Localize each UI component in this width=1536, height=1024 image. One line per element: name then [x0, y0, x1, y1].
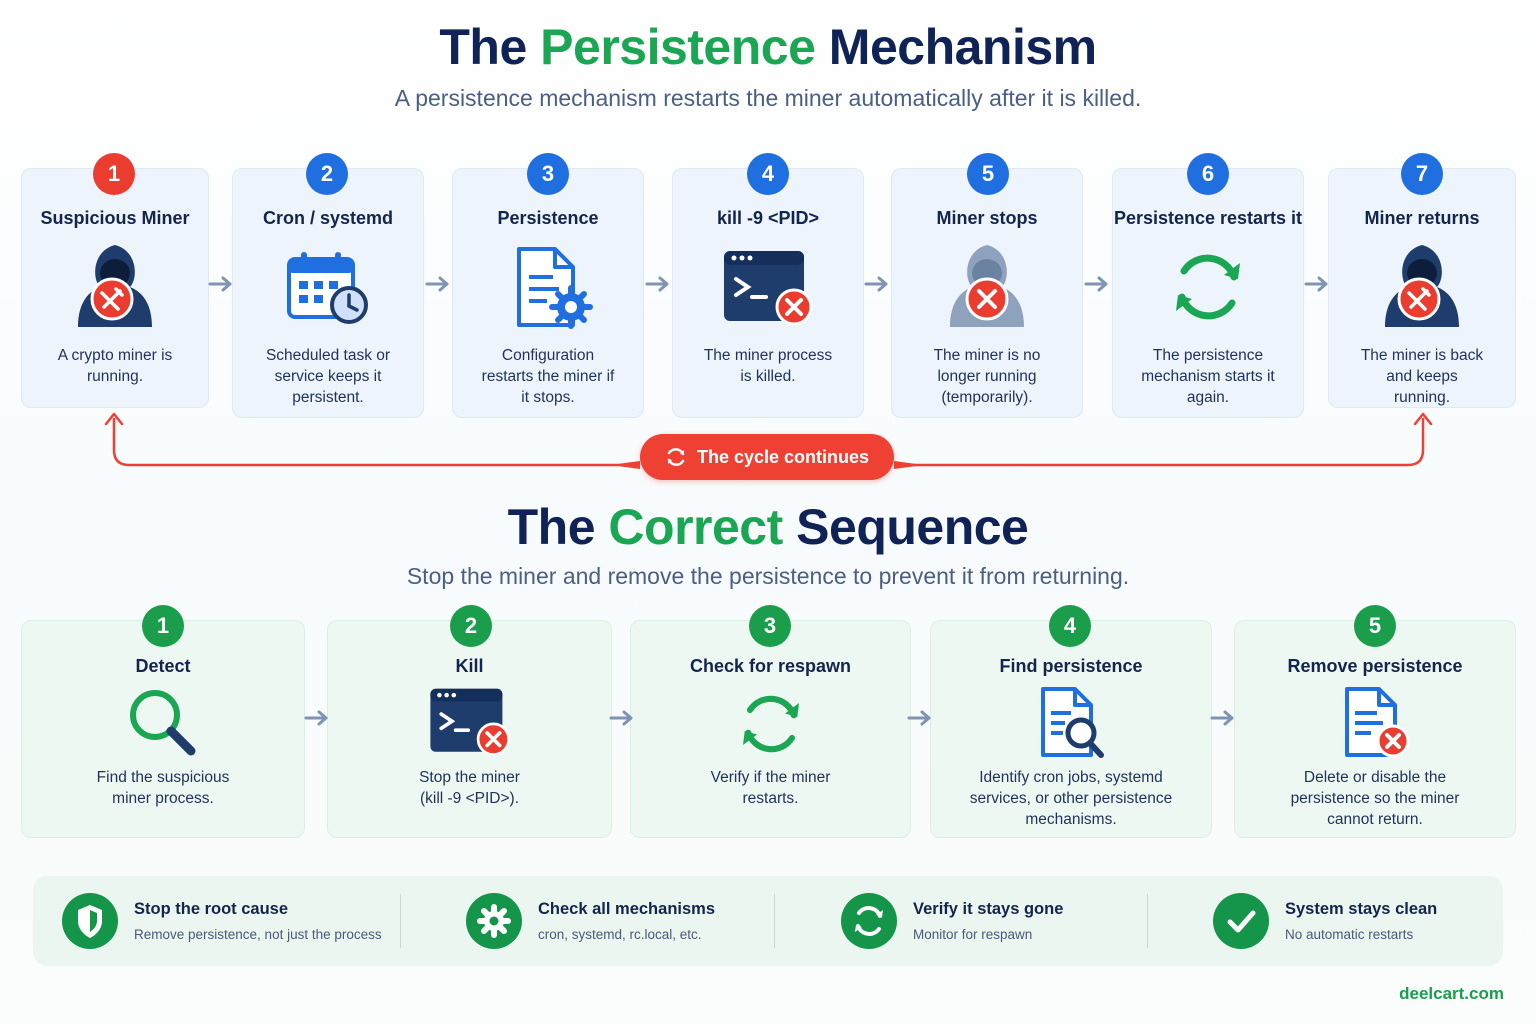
step-desc: Configuration restarts the miner if it s…: [481, 347, 615, 406]
step-title: Suspicious Miner: [40, 208, 190, 228]
refresh-icon: [667, 448, 685, 466]
arrow-right-icon: [1304, 276, 1328, 292]
arrow-right-icon: [645, 276, 669, 292]
arrow-right-icon: [907, 710, 931, 726]
step-title: Find persistence: [999, 656, 1143, 676]
key-takeaways-bar: Stop the root cause Remove persistence, …: [33, 876, 1503, 966]
step-card-kill: kill -9 <PID> The miner process is kille…: [672, 168, 864, 418]
step-card-cron-systemd: Cron / systemd Scheduled task or service…: [232, 168, 424, 418]
config-file-gear-icon: [517, 247, 593, 329]
takeaway-title: Check all mechanisms: [538, 900, 716, 918]
cycle-label: The cycle continues: [696, 446, 870, 467]
step-number-badge: 7: [1401, 153, 1443, 195]
takeaway-desc: No automatic restarts: [1285, 927, 1414, 942]
step-number-badge: 1: [93, 153, 135, 195]
step-card-miner-returns: Miner returns The miner is back and keep…: [1328, 168, 1516, 408]
step-desc: Find the suspicious miner process.: [96, 769, 230, 807]
step-number-badge: 6: [1187, 153, 1229, 195]
step-number-badge: 1: [142, 605, 184, 647]
step-card-find-persistence: Find persistence Identify cron jobs, sys…: [930, 620, 1212, 838]
step-number-badge: 4: [1049, 605, 1091, 647]
shield-icon: [78, 905, 102, 938]
takeaway-title: Stop the root cause: [134, 900, 289, 918]
takeaway-verify-gone: Verify it stays gone Monitor for respawn: [841, 876, 1161, 966]
terminal-x-icon: [724, 251, 813, 326]
magnifier-icon: [130, 690, 196, 756]
arrow-right-icon: [1084, 276, 1108, 292]
step-title: Persistence: [497, 208, 599, 228]
step-desc: The miner is back and keeps running.: [1360, 347, 1484, 406]
step-card-persistence: Persistence Configuration restarts the m…: [452, 168, 644, 418]
step-desc: Stop the miner (kill -9 <PID>).: [419, 769, 520, 807]
step-number-badge: 5: [967, 153, 1009, 195]
step-card-miner-stops: Miner stops The miner is no longer runni…: [891, 168, 1083, 418]
page-subtitle: A persistence mechanism restarts the min…: [394, 85, 1142, 111]
step-desc: Delete or disable the persistence so the…: [1290, 769, 1460, 828]
cycle-continues-pill: The cycle continues: [640, 434, 894, 480]
gear-icon: [477, 904, 511, 938]
arrow-right-icon: [864, 276, 888, 292]
arrow-right-icon: [304, 710, 328, 726]
section-title: The Correct Sequence: [507, 499, 1029, 555]
takeaway-desc: Remove persistence, not just the process: [134, 927, 382, 942]
arrow-right-icon: [1210, 710, 1234, 726]
step-card-detect: Detect Find the suspicious miner process…: [21, 620, 305, 838]
arrow-right-icon: [609, 710, 633, 726]
terminal-x-icon: [429, 688, 510, 756]
page-title: The Persistence Mechanism: [439, 19, 1097, 75]
step-number-badge: 3: [749, 605, 791, 647]
step-title: Miner returns: [1364, 208, 1480, 228]
hooded-miner-icon: [1385, 245, 1459, 327]
arrow-right-icon: [208, 276, 232, 292]
cycle-loop-arrow: [104, 412, 1433, 469]
step-title: Persistence restarts it: [1113, 208, 1303, 228]
divider: [400, 894, 401, 948]
step-number-badge: 2: [306, 153, 348, 195]
step-title: Cron / systemd: [262, 208, 394, 228]
hooded-miner-stopped-icon: [950, 245, 1024, 327]
step-title: kill -9 <PID>: [716, 208, 820, 228]
step-card-suspicious-miner: Suspicious Miner A crypto miner is runni…: [21, 168, 209, 408]
file-search-icon: [1041, 687, 1104, 758]
step-number-badge: 4: [747, 153, 789, 195]
calendar-clock-icon: [287, 252, 368, 324]
step-card-persistence-restarts: Persistence restarts it The persistence …: [1112, 168, 1304, 418]
takeaway-stop-root-cause: Stop the root cause Remove persistence, …: [62, 876, 402, 966]
step-card-kill: Kill Stop the miner (kill -9 <PID>).: [327, 620, 612, 838]
hooded-miner-icon: [78, 245, 152, 327]
takeaway-title: Verify it stays gone: [913, 900, 1064, 918]
step-title: Check for respawn: [689, 656, 852, 676]
section-subtitle: Stop the miner and remove the persistenc…: [406, 563, 1130, 589]
refresh-icon: [742, 695, 799, 753]
refresh-icon: [1176, 254, 1240, 320]
step-desc: Identify cron jobs, systemd services, or…: [969, 769, 1173, 828]
step-desc: A crypto miner is running.: [57, 347, 173, 385]
step-title: Remove persistence: [1287, 656, 1463, 676]
step-desc: Verify if the miner restarts.: [710, 769, 831, 807]
step-card-remove-persistence: Remove persistence Delete or disable the…: [1234, 620, 1516, 838]
step-card-check-respawn: Check for respawn Verify if the miner re…: [630, 620, 911, 838]
step-title: Detect: [135, 656, 191, 676]
takeaway-check-mechanisms: Check all mechanisms cron, systemd, rc.l…: [466, 876, 786, 966]
file-x-icon: [1345, 687, 1410, 758]
takeaway-title: System stays clean: [1285, 900, 1438, 918]
step-desc: The miner process is killed.: [703, 347, 833, 385]
takeaway-desc: Monitor for respawn: [913, 927, 1033, 942]
takeaway-system-clean: System stays clean No automatic restarts: [1213, 876, 1493, 966]
step-desc: The miner is no longer running (temporar…: [933, 347, 1041, 406]
step-desc: Scheduled task or service keeps it persi…: [265, 347, 391, 406]
divider: [774, 894, 775, 948]
step-title: Kill: [455, 656, 484, 676]
check-icon: [1227, 910, 1256, 933]
step-title: Miner stops: [936, 208, 1038, 228]
divider: [1147, 894, 1148, 948]
step-number-badge: 5: [1354, 605, 1396, 647]
step-number-badge: 2: [450, 605, 492, 647]
takeaway-desc: cron, systemd, rc.local, etc.: [538, 927, 702, 942]
step-desc: The persistence mechanism starts it agai…: [1141, 347, 1275, 406]
arrow-right-icon: [425, 276, 449, 292]
step-number-badge: 3: [527, 153, 569, 195]
brand-watermark: deelcart.com: [1399, 984, 1504, 1003]
refresh-icon: [855, 906, 883, 936]
